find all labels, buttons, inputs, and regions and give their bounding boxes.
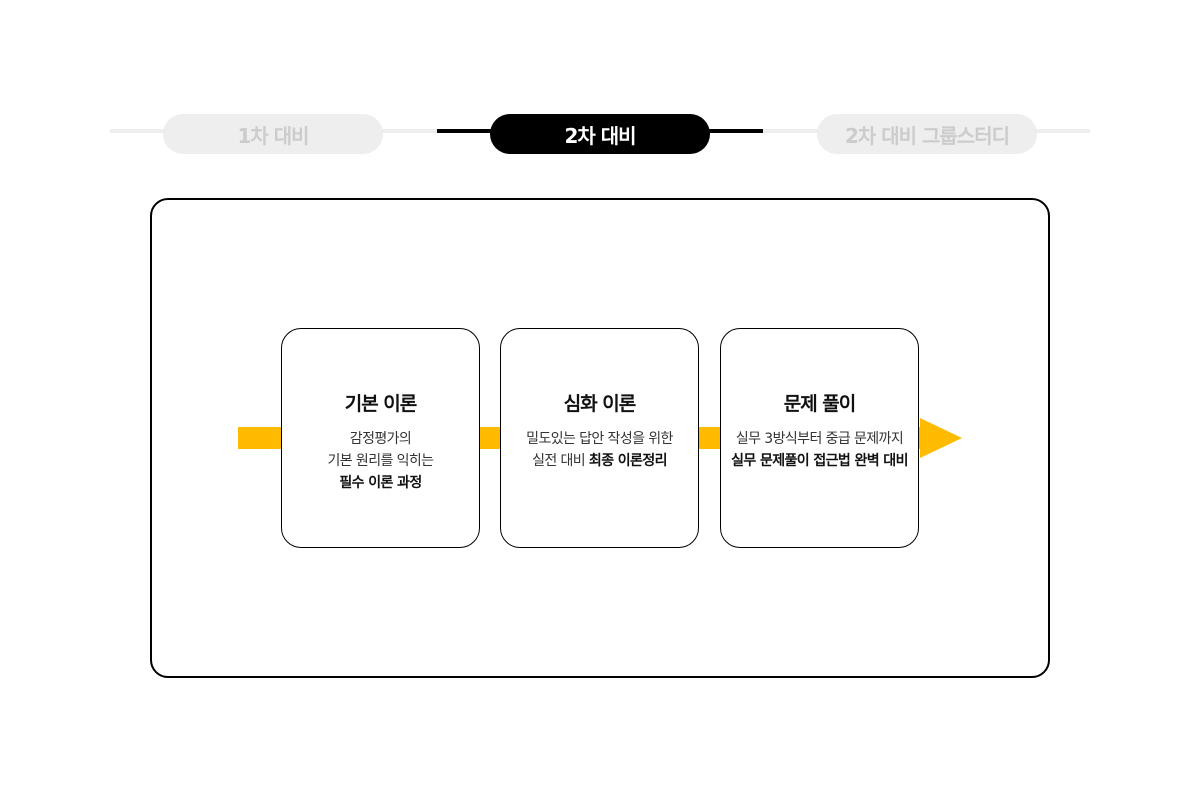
step-title: 기본 이론: [344, 393, 418, 415]
process-panel: [150, 198, 1050, 678]
step-desc-emphasis: 최종 이론정리: [588, 453, 668, 469]
step-desc-emphasis: 실무 문제풀이 접근법 완벽 대비: [731, 453, 908, 469]
step-desc: 실전 대비: [532, 453, 589, 469]
step-card-basic-theory: 기본 이론 감정평가의 기본 원리를 익히는 필수 이론 과정: [281, 328, 480, 548]
step-desc: 실무 3방식부터 중급 문제까지: [735, 431, 904, 447]
step-desc: 밀도있는 답안 작성을 위한: [526, 431, 673, 447]
tab-1st-prep[interactable]: 1차 대비: [163, 114, 383, 154]
step-desc: 기본 원리를 익히는: [327, 453, 435, 469]
step-desc-emphasis: 필수 이론 과정: [339, 475, 422, 491]
arrow-right-icon: [920, 418, 962, 458]
step-card-problem-solving: 문제 풀이 실무 3방식부터 중급 문제까지 실무 문제풀이 접근법 완벽 대비: [720, 328, 919, 548]
step-title: 심화 이론: [563, 393, 637, 415]
step-desc: 감정평가의: [349, 431, 412, 447]
step-card-advanced-theory: 심화 이론 밀도있는 답안 작성을 위한 실전 대비 최종 이론정리: [500, 328, 699, 548]
tab-2nd-prep[interactable]: 2차 대비: [490, 114, 710, 154]
tab-2nd-prep-study-group[interactable]: 2차 대비 그룹스터디: [817, 114, 1037, 154]
step-title: 문제 풀이: [783, 393, 857, 415]
